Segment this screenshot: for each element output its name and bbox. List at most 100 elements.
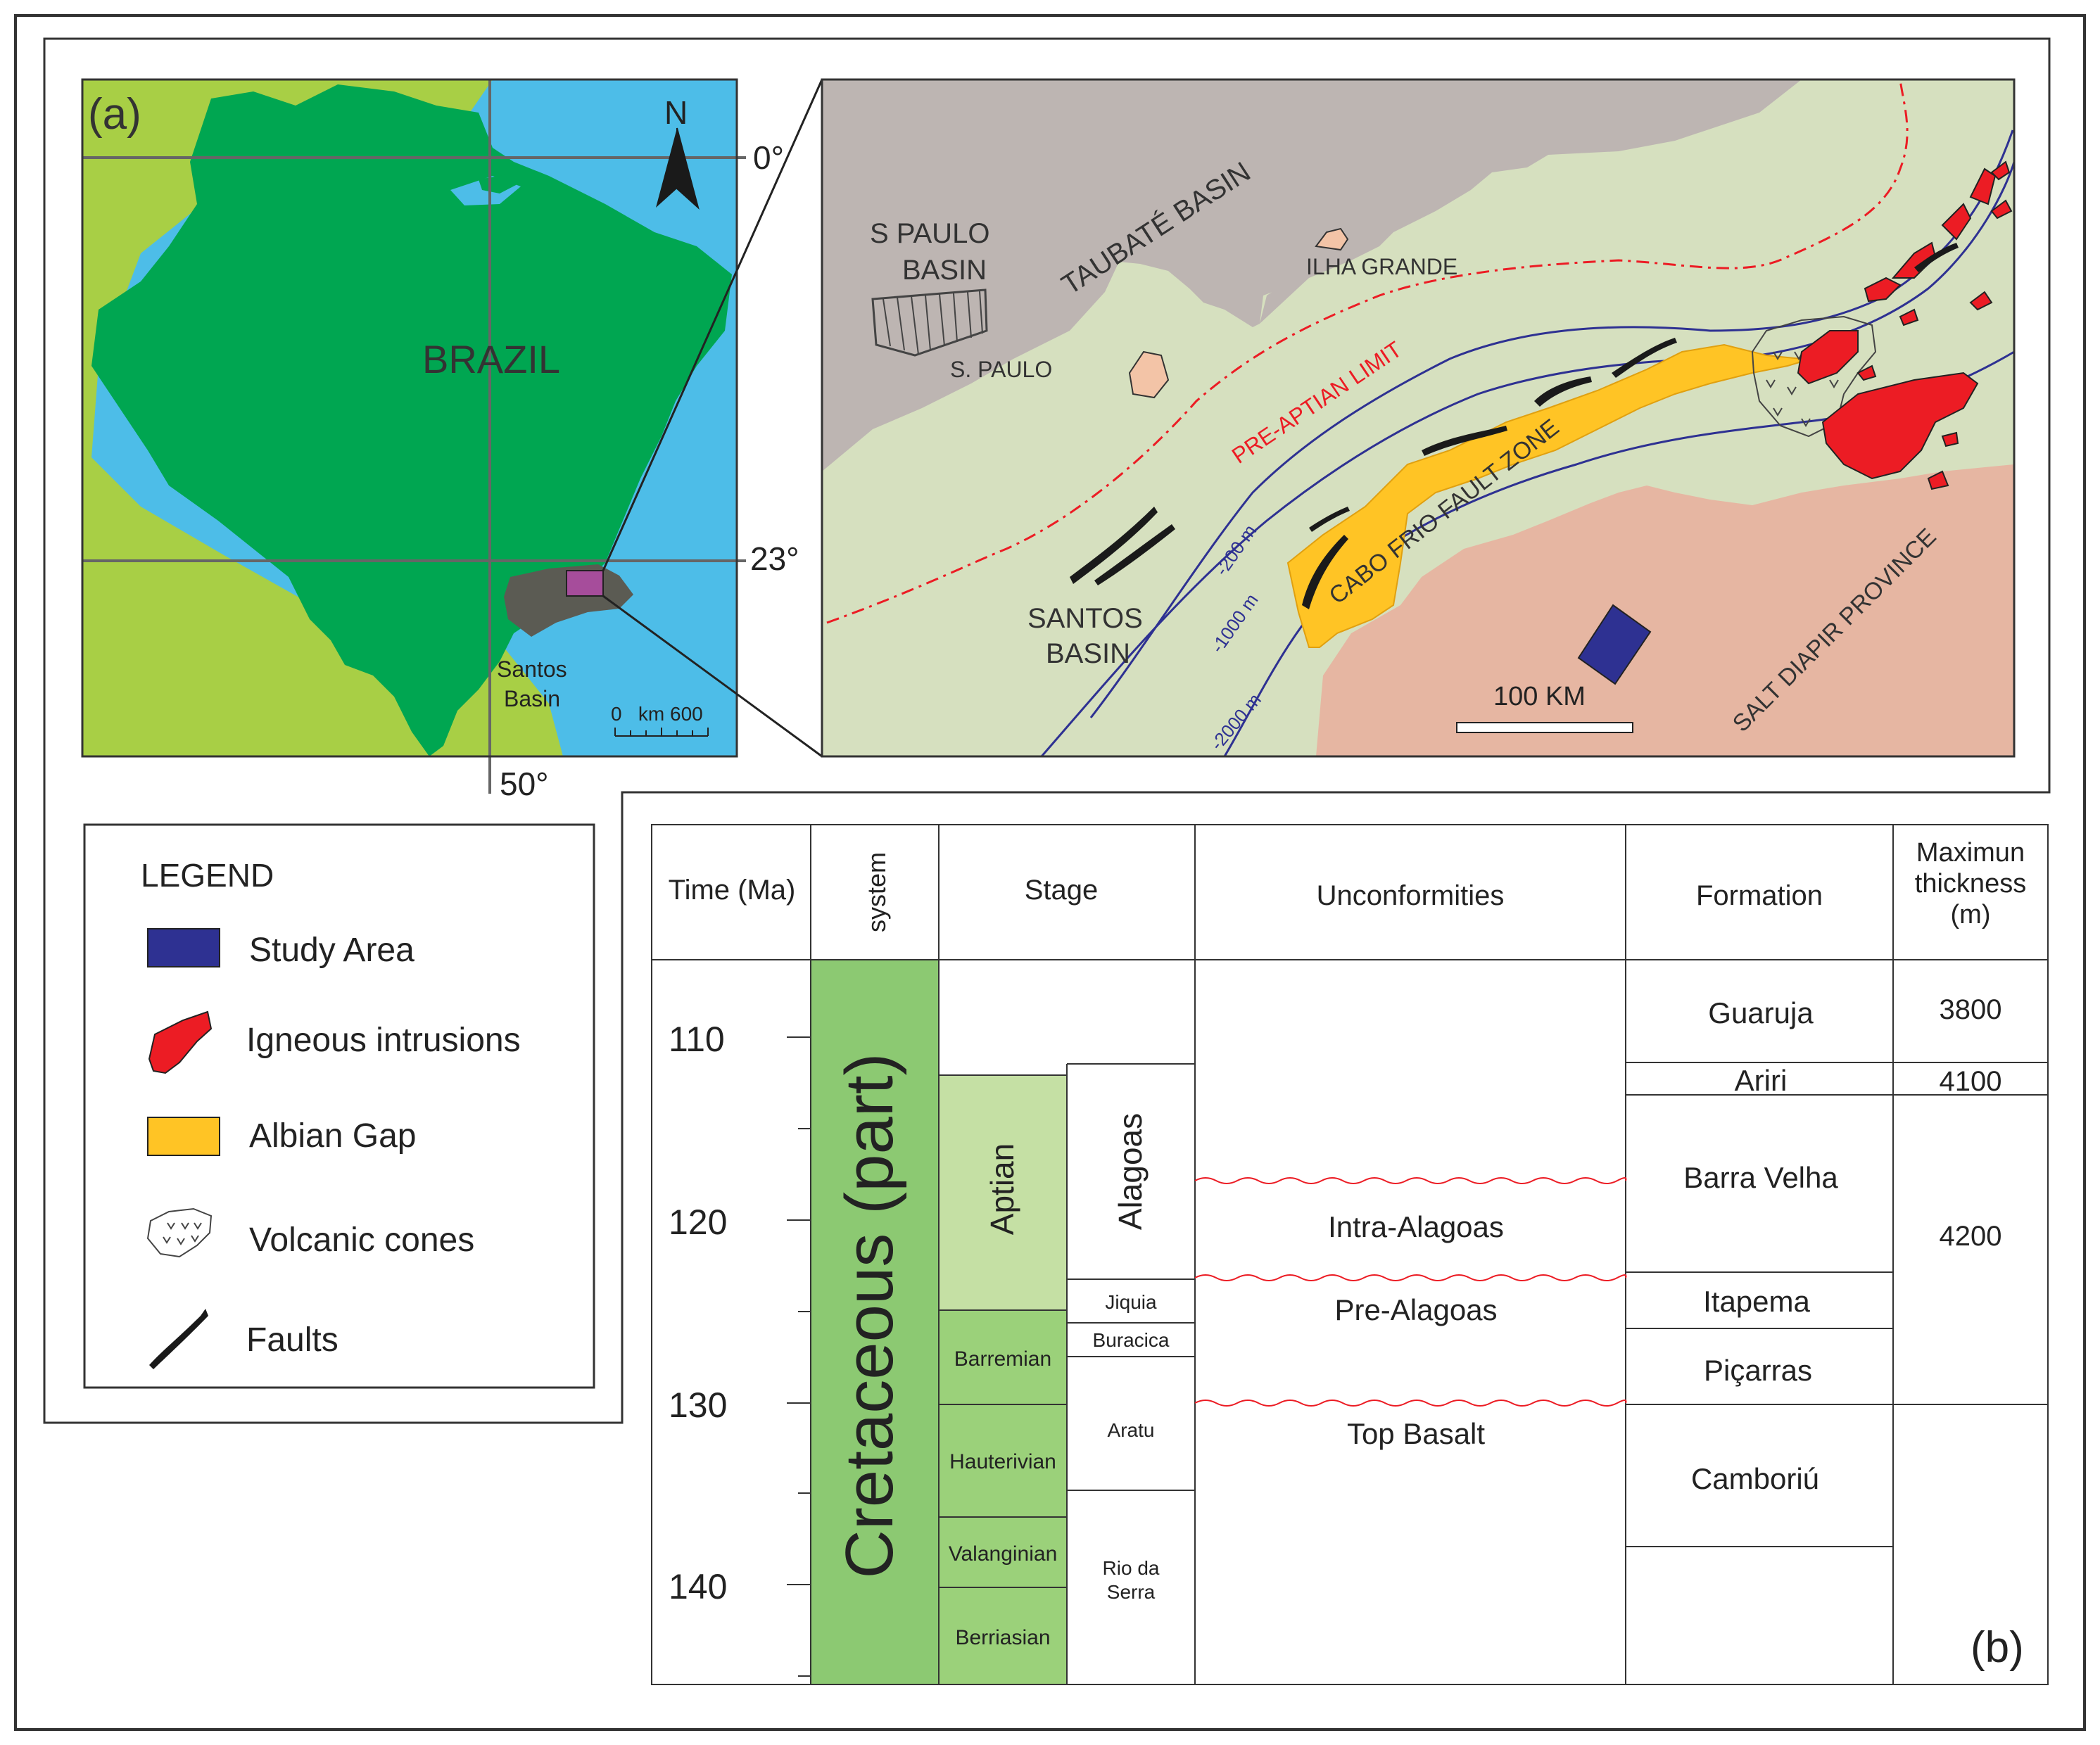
- unconformity-lines: [1194, 1177, 1627, 1407]
- legend-study-area-label: Study Area: [249, 932, 415, 969]
- overview-scale-label: 0 km 600: [611, 703, 703, 725]
- map-frame: [43, 37, 2051, 1424]
- salt-diapir-province: [1316, 464, 2014, 756]
- south-america-land: [82, 80, 563, 756]
- local-stage-rio-da-serra: Rio da Serra: [1102, 1557, 1160, 1603]
- thickness-3800: 3800: [1940, 994, 2002, 1025]
- island-small: [1128, 350, 1170, 399]
- formation-guaruja: Guaruja: [1708, 996, 1814, 1029]
- formation-barra-velha: Barra Velha: [1683, 1161, 1838, 1194]
- system-cretaceous: Cretaceous (part): [832, 1053, 907, 1579]
- pre-aptian-limit: [826, 79, 1909, 624]
- local-stage-rio-da-serra-box: Rio da Serra: [1102, 1557, 1160, 1603]
- unconformity-intra-alagoas: Intra-Alagoas: [1328, 1210, 1504, 1243]
- north-label: N: [664, 94, 688, 131]
- santos-basin-detail-label-1: SANTOS: [1027, 603, 1143, 634]
- unconformity-top-basalt: Top Basalt: [1347, 1417, 1485, 1450]
- lat-0-label: 0°: [753, 139, 784, 176]
- s-paulo-basin-label-2: BASIN: [902, 255, 987, 286]
- header-formation: Formation: [1696, 880, 1823, 911]
- formation-picarras: Piçarras: [1704, 1354, 1812, 1387]
- legend-albian-gap-swatch: [147, 1117, 220, 1156]
- legend-title: LEGEND: [141, 857, 274, 894]
- legend: LEGEND Study Area Igneous intrusions Alb…: [83, 823, 595, 1389]
- header-time: Time (Ma): [669, 875, 796, 906]
- tick-110: 110: [669, 1020, 725, 1059]
- marajo-island: [479, 174, 517, 193]
- thickness-4200: 4200: [1940, 1221, 2002, 1252]
- detail-scale-bar: [1456, 722, 1633, 733]
- ilha-grande-island: [1315, 227, 1349, 251]
- local-stage-buracica: Buracica: [1093, 1329, 1170, 1351]
- header-thickness-box: Maximun thickness (m): [1914, 838, 2027, 929]
- stage-valanginian-fill: [938, 1516, 1068, 1588]
- legend-box: [83, 823, 595, 1389]
- santos-basin-label-1: Santos: [497, 656, 567, 682]
- connector-line-top: [602, 79, 823, 571]
- coastline-inlet: [1260, 267, 1309, 324]
- santos-basin-label-2: Basin: [504, 686, 560, 711]
- tick-130: 130: [669, 1385, 727, 1425]
- lon-50-label: 50°: [500, 766, 549, 802]
- legend-volcanic-cone-label: Volcanic cones: [249, 1222, 474, 1259]
- s-paulo-basin: [871, 288, 988, 357]
- ilha-grande-label: ILHA GRANDE: [1306, 254, 1457, 279]
- legend-intrusion-label: Igneous intrusions: [246, 1022, 521, 1059]
- stage-barremian-fill: [938, 1309, 1068, 1405]
- tick-120: 120: [669, 1203, 727, 1242]
- lat-23-label: 23°: [750, 540, 799, 577]
- formation-ariri: Ariri: [1735, 1064, 1788, 1097]
- formation-itapema: Itapema: [1703, 1285, 1810, 1318]
- system-column-fill: [810, 959, 940, 1685]
- local-stage-jiquia: Jiquia: [1105, 1291, 1157, 1313]
- header-unconformities: Unconformities: [1317, 880, 1505, 911]
- thickness-4100: 4100: [1940, 1066, 2002, 1097]
- time-axis: [787, 1036, 811, 1677]
- stage-valanginian: Valanginian: [949, 1542, 1058, 1566]
- legend-intrusion-swatch: [148, 1010, 213, 1074]
- legend-study-area-swatch: [147, 928, 220, 967]
- santos-basin-detail-label-2: BASIN: [1046, 638, 1130, 669]
- panel-a-label: (a): [88, 90, 141, 139]
- legend-albian-gap-label: Albian Gap: [249, 1117, 417, 1155]
- study-area-rectangle: [1577, 604, 1652, 685]
- detail-scale-label: 100 KM: [1493, 682, 1586, 711]
- local-stage-aratu: Aratu: [1108, 1419, 1155, 1441]
- header-stage: Stage: [1025, 875, 1099, 906]
- overview-map: (a) BRAZIL N 0° 23° 50° Santos Basin 0 k…: [81, 78, 799, 802]
- overview-map-border: [81, 78, 738, 758]
- continental-land: [822, 80, 1802, 471]
- stage-barremian: Barremian: [954, 1347, 1051, 1371]
- legend-fault-label: Faults: [246, 1321, 339, 1359]
- country-label: BRAZIL: [422, 337, 560, 381]
- table-grid: [652, 825, 2048, 1684]
- header-system: system: [862, 852, 891, 932]
- local-stage-alagoas: Alagoas: [1112, 1113, 1149, 1230]
- study-area-marker: [566, 570, 604, 597]
- legend-fault-swatch: [149, 1309, 208, 1369]
- header-thickness: Maximun thickness (m): [1914, 838, 2027, 929]
- contour-1000: [1040, 161, 2016, 757]
- fault-traces: [1070, 243, 1959, 609]
- detail-map-border: [821, 78, 2016, 758]
- overview-scale-bar: [614, 728, 709, 737]
- stage-aptian-fill: [938, 1074, 1068, 1311]
- albian-gap: [1286, 343, 1823, 648]
- legend-volcanic-cone-swatch: [146, 1207, 213, 1258]
- stratigraphic-chart: 110 120 130 140 Time (Ma) system Stage U…: [651, 824, 2049, 1685]
- north-arrow-icon: [656, 127, 700, 210]
- unconformity-pre-alagoas: Pre-Alagoas: [1334, 1293, 1497, 1326]
- formation-camboriu: Camboriú: [1691, 1462, 1819, 1495]
- stage-aptian: Aptian: [984, 1143, 1020, 1235]
- igneous-intrusions: [1797, 160, 2013, 490]
- s-paulo-city-label: S. PAULO: [950, 357, 1052, 382]
- detail-map: 100 KM S PAULO BASIN TAUBATÉ BASIN ILHA …: [821, 78, 2016, 758]
- panel-b-label: (b): [1971, 1623, 2024, 1672]
- s-paulo-basin-label-1: S PAULO: [870, 218, 989, 249]
- connector-line-bottom: [602, 595, 823, 758]
- stage-berriasian-fill: [938, 1587, 1068, 1685]
- volcanic-cones: [1751, 315, 1877, 438]
- contour-200: [1089, 129, 2014, 718]
- tick-140: 140: [669, 1567, 727, 1606]
